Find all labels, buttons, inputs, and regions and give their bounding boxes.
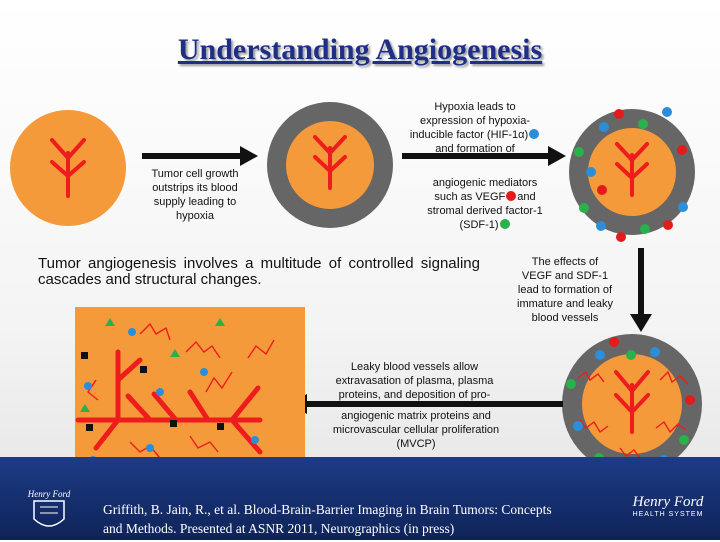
- citation: Griffith, B. Jain, R., et al. Blood-Brai…: [103, 502, 552, 536]
- tumor-stage-2: [267, 102, 393, 228]
- summary-statement: Tumor angiogenesis involves a multitude …: [38, 255, 480, 288]
- caption-hypoxia: Hypoxia leads to expression of hypoxia- …: [400, 100, 550, 156]
- svg-text:Henry Ford: Henry Ford: [27, 489, 71, 499]
- tumor-stage-4: [562, 334, 702, 474]
- caption-effects: The effects of VEGF and SDF-1 lead to fo…: [517, 256, 613, 324]
- caption-growth: Tumor cell growth outstrips its blood su…: [151, 168, 239, 222]
- footer-bar: [0, 457, 720, 540]
- arrow-down: [630, 248, 652, 332]
- caption-leaky-bottom: angiogenic matrix proteins and microvasc…: [332, 410, 500, 450]
- sdf-dot: [499, 219, 510, 229]
- hif-dot: [529, 129, 540, 139]
- page-title: Understanding Angiogenesis: [177, 33, 543, 66]
- vegf-dot: [506, 191, 517, 201]
- mediator-dots: [574, 107, 688, 242]
- arrow-right-2: [402, 146, 566, 166]
- tumor-stage-1: [10, 110, 126, 226]
- arrow-right-1: [142, 146, 258, 166]
- caption-leaky-top: Leaky blood vessels allow extravasation …: [335, 361, 494, 401]
- mvcp-tissue: [75, 307, 305, 472]
- tumor-stage-3: [569, 107, 695, 242]
- henry-ford-health-system-logo: Henry Ford HEALTH SYSTEM: [632, 494, 704, 518]
- henry-ford-crest-logo: Henry Ford: [20, 487, 78, 537]
